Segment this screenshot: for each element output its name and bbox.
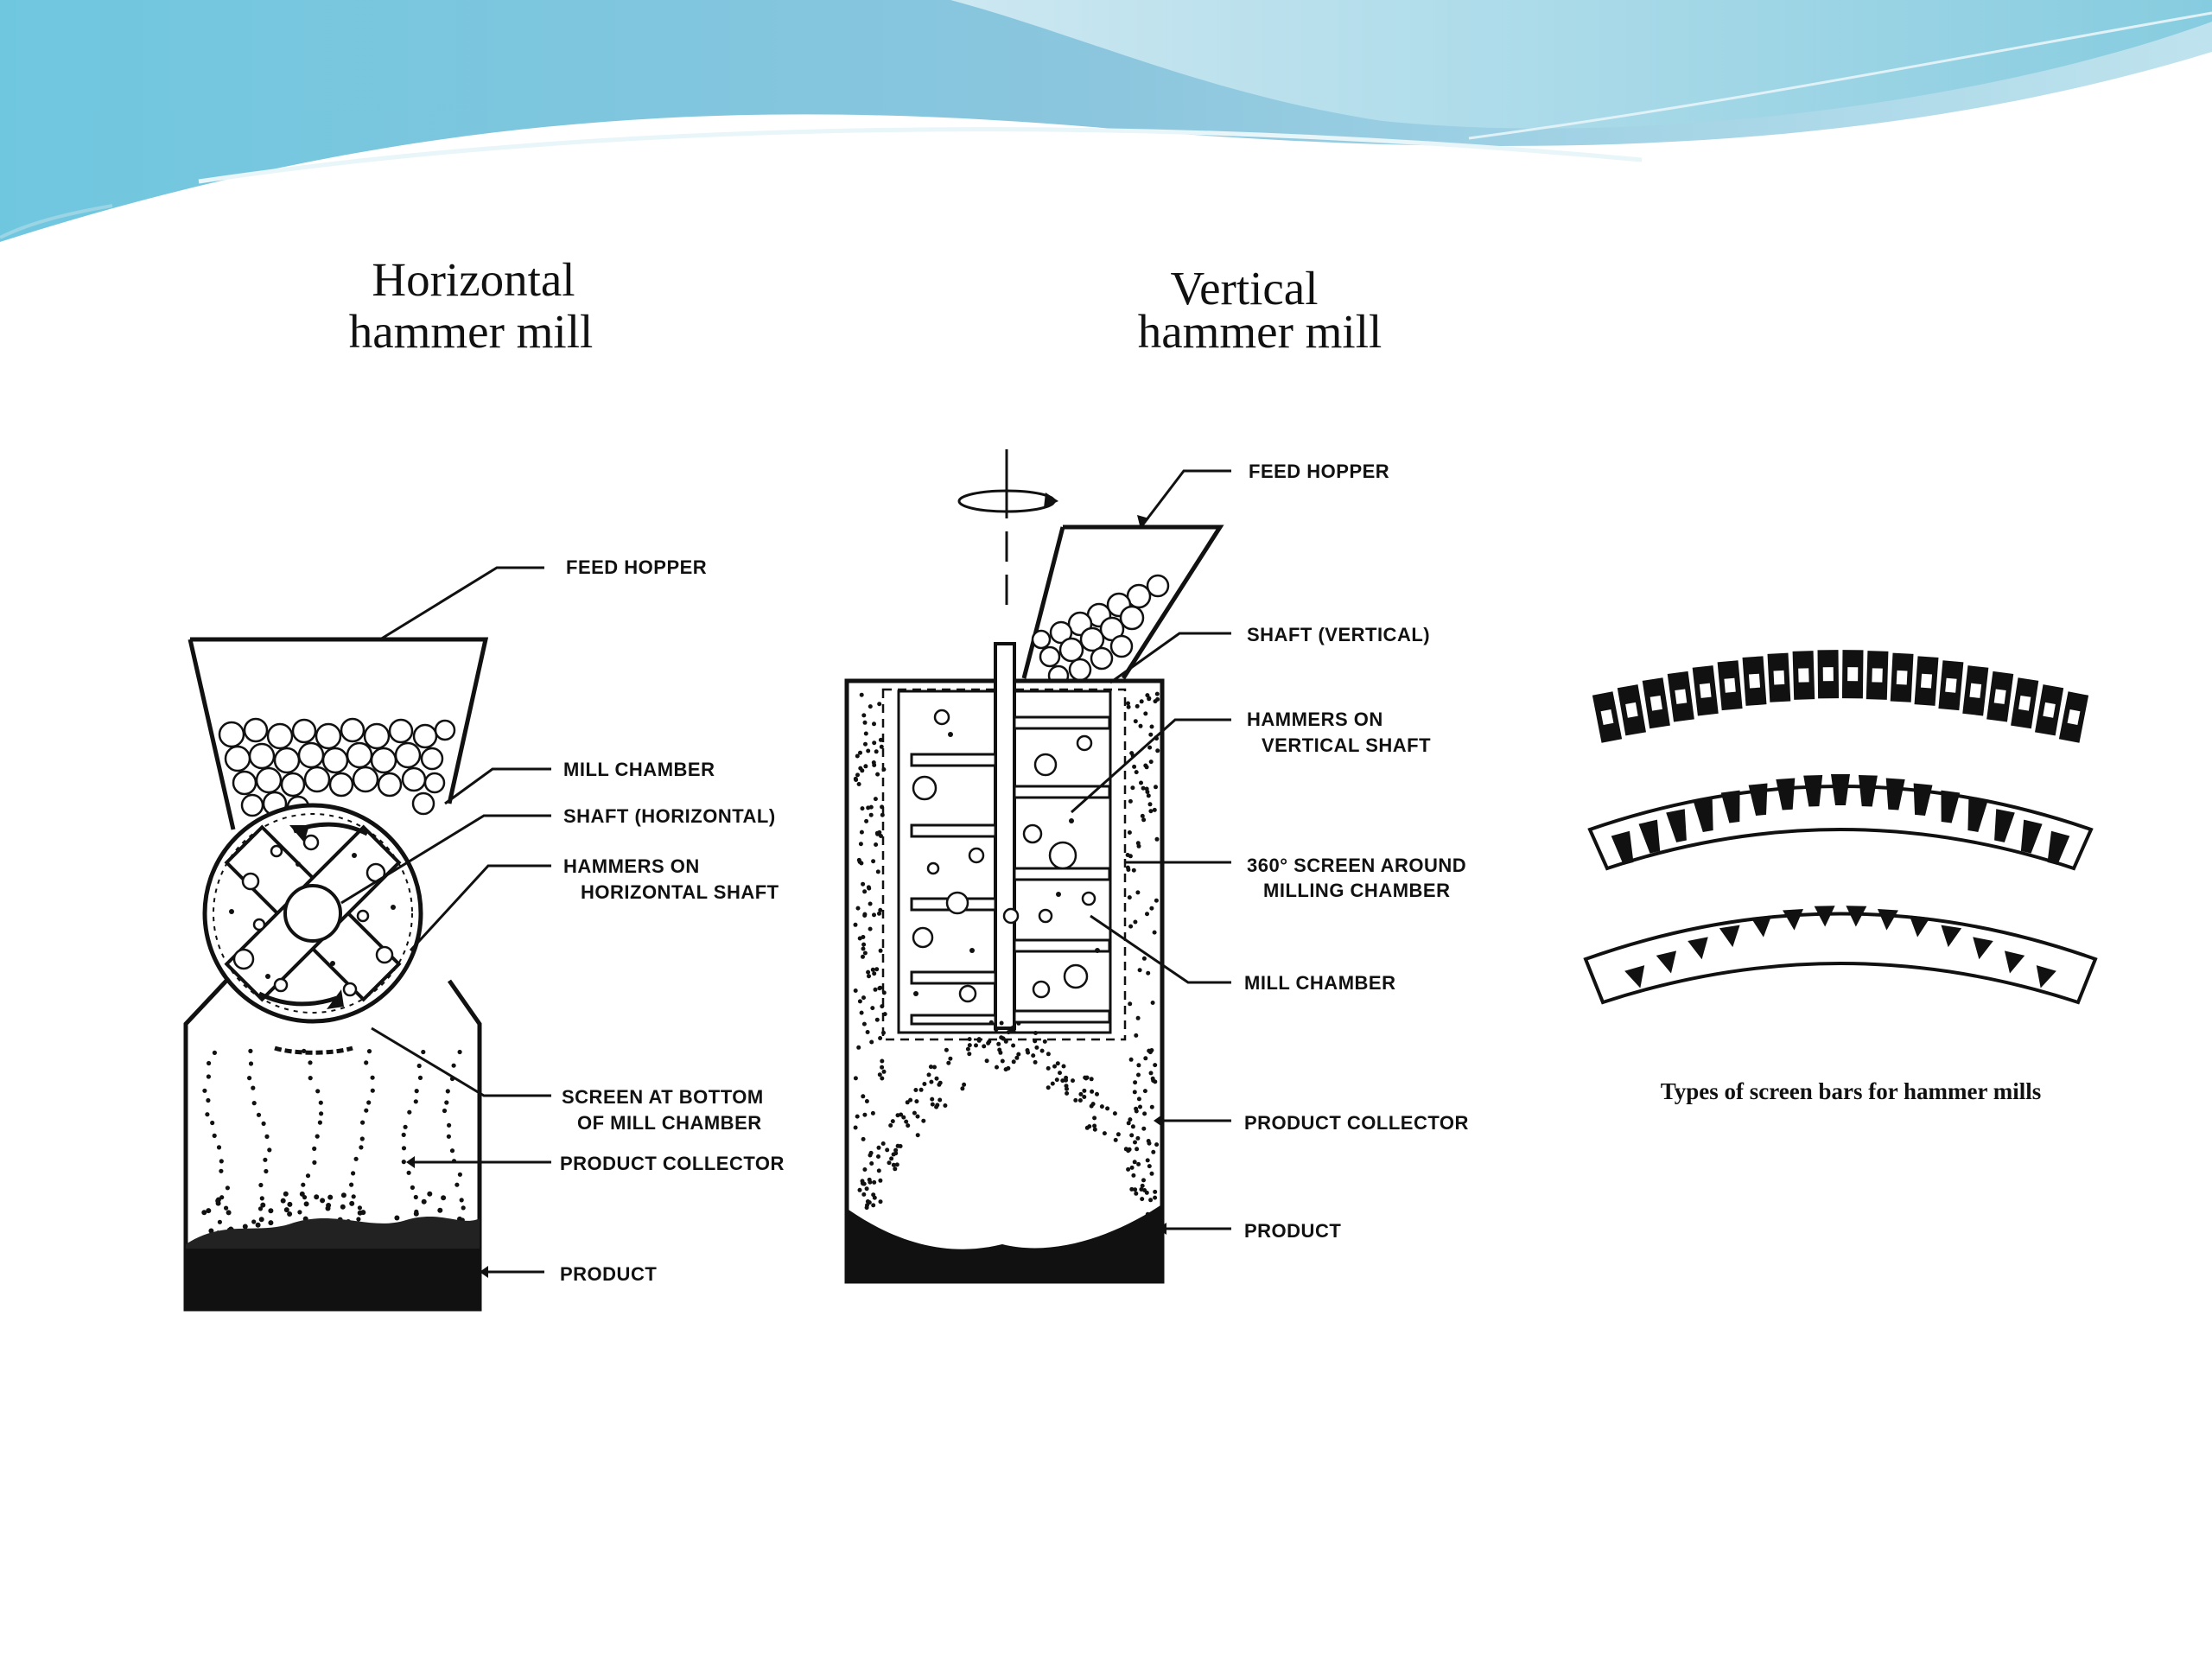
label-vertical-hammers-line1: HAMMERS ON <box>1247 709 1383 730</box>
vertical-hopper-feed-particles <box>1033 575 1168 685</box>
label-vertical-feed-hopper: FEED HOPPER <box>1249 461 1389 482</box>
vertical-shaft <box>995 644 1014 1028</box>
horizontal-screen <box>275 1048 353 1052</box>
screen-bars-illustration: Types of screen bars for hammer mills <box>1586 650 2095 1104</box>
label-vertical-product-collector: PRODUCT COLLECTOR <box>1244 1112 1469 1134</box>
label-horizontal-mill-chamber: MILL CHAMBER <box>563 759 715 780</box>
label-vertical-shaft: SHAFT (VERTICAL) <box>1247 624 1430 645</box>
label-horizontal-shaft: SHAFT (HORIZONTAL) <box>563 805 776 827</box>
label-horizontal-product: PRODUCT <box>560 1263 657 1285</box>
horizontal-product-pile <box>186 1244 480 1309</box>
screen-bar-type-2 <box>1590 774 2091 868</box>
horizontal-shaft <box>285 886 340 941</box>
horizontal-hammer-mill-diagram: Horizontal hammer mill <box>186 253 785 1309</box>
horizontal-title-line2: hammer mill <box>349 305 594 358</box>
screen-bar-type-1 <box>1592 650 2088 743</box>
label-horizontal-product-collector: PRODUCT COLLECTOR <box>560 1153 785 1174</box>
label-vertical-screen-line1: 360° SCREEN AROUND <box>1247 855 1466 876</box>
label-horizontal-feed-hopper: FEED HOPPER <box>566 556 707 578</box>
label-horizontal-hammers-line2: HORIZONTAL SHAFT <box>581 881 779 903</box>
vertical-hammer-mill-diagram: Vertical hammer mill <box>847 262 1469 1281</box>
screen-bars-caption: Types of screen bars for hammer mills <box>1661 1078 2041 1104</box>
vertical-title-line2: hammer mill <box>1138 305 1382 358</box>
label-vertical-screen-line2: MILLING CHAMBER <box>1263 880 1450 901</box>
label-vertical-hammers-line2: VERTICAL SHAFT <box>1262 734 1431 756</box>
label-vertical-product: PRODUCT <box>1244 1220 1341 1242</box>
label-horizontal-screen-line2: OF MILL CHAMBER <box>577 1112 762 1134</box>
label-horizontal-hammers-line1: HAMMERS ON <box>563 855 700 877</box>
label-horizontal-screen-line1: SCREEN AT BOTTOM <box>562 1086 764 1108</box>
horizontal-hopper-feed-particles <box>219 719 454 817</box>
label-vertical-mill-chamber: MILL CHAMBER <box>1244 972 1395 994</box>
horizontal-title-line1: Horizontal <box>372 253 575 306</box>
screen-bar-type-3 <box>1586 906 2095 1002</box>
